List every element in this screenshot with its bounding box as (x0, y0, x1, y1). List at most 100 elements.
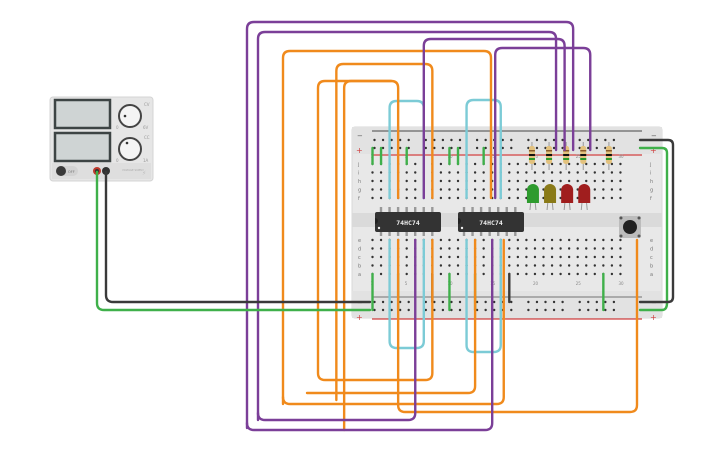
hole[interactable] (559, 255, 562, 259)
hole[interactable] (448, 247, 451, 250)
hole[interactable] (550, 247, 554, 250)
hole[interactable] (593, 179, 596, 183)
wire-orange[interactable] (396, 238, 639, 414)
resistor[interactable] (546, 142, 553, 170)
rail-hole[interactable] (441, 146, 445, 150)
hole[interactable] (593, 272, 596, 276)
rail-hole[interactable] (398, 308, 402, 312)
hole[interactable] (610, 196, 614, 200)
wire-purple[interactable] (494, 46, 592, 200)
rail-hole[interactable] (381, 146, 385, 150)
hole[interactable] (508, 179, 511, 183)
hole[interactable] (448, 171, 451, 174)
rail-hole[interactable] (535, 308, 539, 312)
hole[interactable] (379, 247, 383, 250)
rail-bridge-negative[interactable] (638, 138, 675, 304)
hole[interactable] (576, 238, 579, 242)
hole[interactable] (542, 247, 545, 250)
hole[interactable] (379, 264, 383, 267)
rail-hole[interactable] (510, 300, 513, 304)
hole[interactable] (473, 179, 477, 183)
hole[interactable] (585, 162, 588, 166)
hole[interactable] (585, 264, 588, 267)
rail-hole[interactable] (595, 146, 598, 150)
hole[interactable] (610, 162, 614, 166)
rail-hole[interactable] (587, 146, 590, 150)
hole[interactable] (516, 196, 520, 200)
hole[interactable] (593, 238, 596, 242)
rail-hole[interactable] (450, 300, 453, 304)
rail-hole[interactable] (407, 308, 410, 312)
hole[interactable] (371, 188, 374, 191)
hole[interactable] (508, 247, 511, 250)
rail-hole[interactable] (475, 300, 479, 304)
hole[interactable] (405, 272, 408, 276)
hole[interactable] (405, 196, 408, 200)
rail-hole[interactable] (381, 308, 385, 312)
hole[interactable] (576, 264, 579, 267)
rail-hole[interactable] (381, 300, 385, 304)
rail-bridge-positive[interactable] (638, 146, 669, 312)
hole[interactable] (508, 238, 511, 242)
hole[interactable] (482, 188, 485, 191)
hole[interactable] (576, 171, 579, 174)
rail-hole[interactable] (407, 300, 410, 304)
power-wire-negative[interactable] (104, 170, 372, 304)
hole[interactable] (508, 196, 511, 200)
resistor[interactable] (528, 142, 535, 170)
rail-hole[interactable] (535, 300, 539, 304)
hole[interactable] (576, 272, 579, 276)
rail-hole[interactable] (424, 138, 427, 142)
hole[interactable] (533, 179, 537, 183)
hole[interactable] (405, 238, 408, 242)
hole[interactable] (516, 255, 520, 259)
rail-hole[interactable] (441, 308, 445, 312)
hole[interactable] (405, 264, 408, 267)
rail-hole[interactable] (578, 138, 581, 142)
rail-hole[interactable] (398, 138, 402, 142)
rail-hole[interactable] (544, 138, 547, 142)
rail-hole[interactable] (544, 308, 547, 312)
hole[interactable] (559, 238, 562, 242)
chip-74hc74[interactable]: 74HC74 (458, 207, 524, 236)
rail-hole[interactable] (527, 308, 530, 312)
wire-purple[interactable] (256, 238, 417, 422)
hole[interactable] (379, 188, 383, 191)
hole[interactable] (516, 264, 520, 267)
hole[interactable] (456, 179, 460, 183)
hole[interactable] (602, 255, 605, 259)
rail-hole[interactable] (373, 300, 376, 304)
rail-hole[interactable] (381, 138, 385, 142)
rail-hole[interactable] (552, 146, 556, 150)
hole[interactable] (439, 188, 443, 191)
hole[interactable] (542, 238, 545, 242)
hole[interactable] (405, 188, 408, 191)
hole[interactable] (619, 264, 622, 267)
rail-hole[interactable] (450, 146, 453, 150)
hole[interactable] (533, 247, 537, 250)
hole[interactable] (610, 272, 614, 276)
hole[interactable] (593, 247, 596, 250)
hole[interactable] (602, 188, 605, 191)
hole[interactable] (619, 247, 622, 250)
hole[interactable] (371, 196, 374, 200)
hole[interactable] (567, 238, 571, 242)
hole[interactable] (379, 196, 383, 200)
hole[interactable] (567, 171, 571, 174)
rail-hole[interactable] (475, 138, 479, 142)
rail-hole[interactable] (612, 308, 616, 312)
hole[interactable] (448, 179, 451, 183)
hole[interactable] (576, 247, 579, 250)
rail-hole[interactable] (475, 146, 479, 150)
rail-hole[interactable] (390, 300, 393, 304)
knob-current[interactable] (118, 137, 142, 161)
hole[interactable] (405, 179, 408, 183)
hole[interactable] (473, 162, 477, 166)
hole[interactable] (508, 255, 511, 259)
pushbutton[interactable] (619, 216, 641, 238)
hole[interactable] (533, 238, 537, 242)
resistor[interactable] (605, 142, 612, 170)
rail-hole[interactable] (595, 300, 598, 304)
rail-hole[interactable] (390, 308, 393, 312)
hole[interactable] (525, 238, 528, 242)
